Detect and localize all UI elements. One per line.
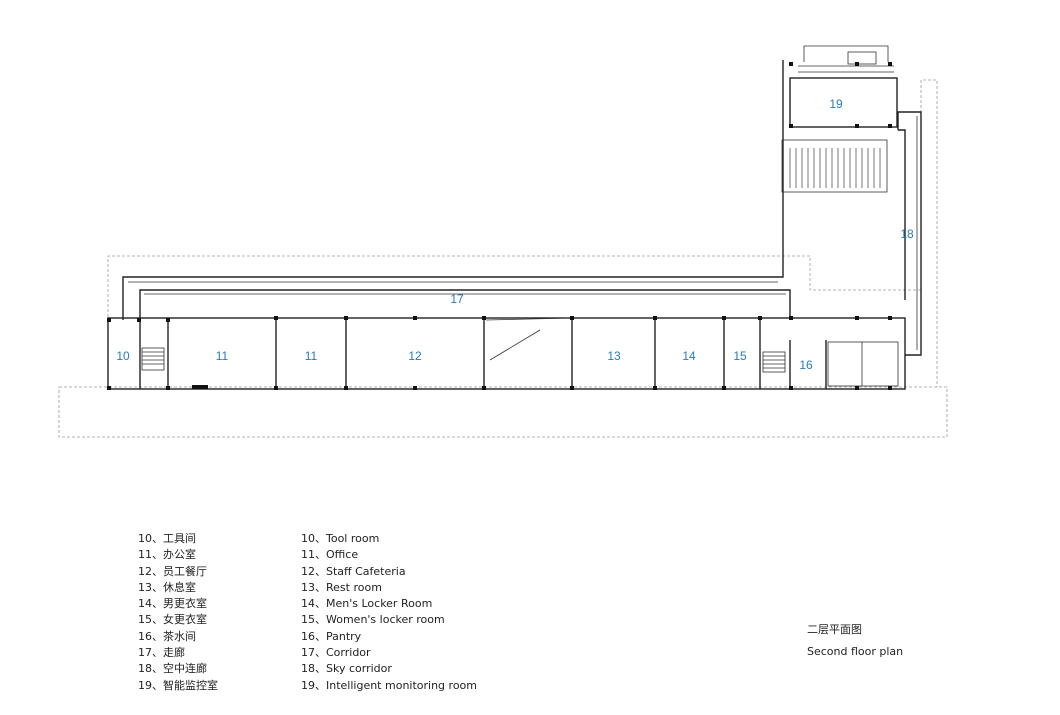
toilet-block xyxy=(827,341,899,387)
legend-item: 14、男更衣室 xyxy=(138,597,207,611)
corridor-outer-wall xyxy=(122,60,784,320)
drawing-title-chinese: 二层平面图 xyxy=(807,623,862,636)
stair-tread xyxy=(847,51,877,65)
legend-item: 16、茶水间 xyxy=(138,629,196,643)
cafeteria-diagonal-2 xyxy=(489,329,541,361)
legend-item: 18、空中连廊 xyxy=(138,662,207,676)
room-number-16: 16 xyxy=(799,358,813,372)
stair-top xyxy=(803,45,889,62)
room-number-15: 15 xyxy=(733,349,747,363)
legend-item: 12、Staff Cafeteria xyxy=(301,564,406,578)
monitoring-room-wall xyxy=(789,77,898,128)
legend-item: 17、走廊 xyxy=(138,646,185,660)
legend-item: 19、Intelligent monitoring room xyxy=(301,678,477,692)
stair-left xyxy=(141,347,165,371)
room-number-10: 10 xyxy=(116,349,130,363)
room-number-11b: 11 xyxy=(305,349,318,363)
room-number-19: 19 xyxy=(829,97,843,111)
roof-outline xyxy=(107,79,938,387)
legend-item: 13、休息室 xyxy=(138,580,196,594)
corridor-inner-wall xyxy=(139,289,791,320)
cafeteria-diagonal xyxy=(485,317,573,321)
legend-chinese: 10、工具间 11、办公室 12、员工餐厅 13、休息室 14、男更衣室 15、… xyxy=(138,531,218,694)
sky-corridor-outer xyxy=(897,111,922,356)
room-number-13: 13 xyxy=(607,349,621,363)
legend-item: 18、Sky corridor xyxy=(301,662,392,676)
legend-item: 16、Pantry xyxy=(301,629,362,643)
room-number-12: 12 xyxy=(408,349,422,363)
room-row-wall xyxy=(107,317,906,390)
legend-english: 10、Tool room 11、Office 12、Staff Cafeteri… xyxy=(301,531,477,694)
podium-outline xyxy=(58,386,948,438)
legend-item: 15、女更衣室 xyxy=(138,613,207,627)
legend-item: 14、Men's Locker Room xyxy=(301,597,433,611)
room-partitions xyxy=(139,318,827,389)
legend-item: 10、Tool room xyxy=(301,532,380,545)
drawing-title: 二层平面图 Second floor plan xyxy=(807,621,903,658)
legend-item: 11、办公室 xyxy=(138,548,196,562)
legend-item: 13、Rest room xyxy=(301,580,382,594)
stair-right xyxy=(762,351,786,373)
legend-item: 12、员工餐厅 xyxy=(138,564,207,578)
canopy-slats xyxy=(789,148,881,188)
legend-item: 15、Women's locker room xyxy=(301,613,445,627)
legend-item: 17、Corridor xyxy=(301,646,371,660)
drawing-title-english: Second floor plan xyxy=(807,645,904,658)
legend-item: 11、Office xyxy=(301,548,359,562)
room-number-14: 14 xyxy=(682,349,696,363)
columns xyxy=(107,62,892,390)
sky-corridor-inner xyxy=(898,129,906,300)
canopy-structure xyxy=(781,139,888,193)
room-number-18: 18 xyxy=(900,227,914,241)
room-number-11a: 11 xyxy=(216,349,229,363)
room-number-17: 17 xyxy=(450,292,464,306)
legend-item: 19、智能监控室 xyxy=(138,678,218,692)
legend-item: 10、工具间 xyxy=(138,532,196,545)
